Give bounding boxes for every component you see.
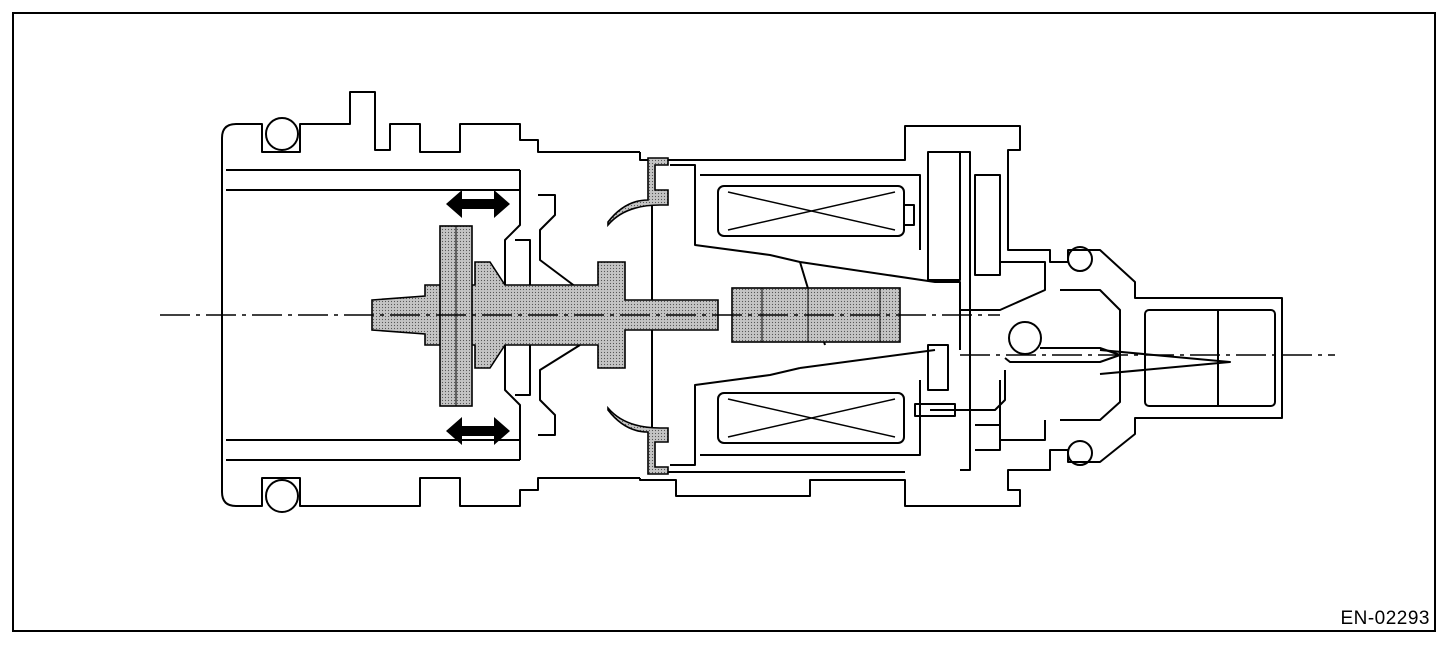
double-arrow-icon (446, 417, 510, 445)
left-housing-lower (221, 315, 640, 507)
figure-code: EN-02293 (1340, 608, 1430, 629)
o-ring-icon (1008, 321, 1042, 355)
diaphragm (607, 157, 669, 228)
o-ring-icon (265, 117, 299, 151)
left-housing-upper (221, 91, 640, 315)
solenoid-body (639, 125, 1283, 507)
double-arrow-icon (446, 190, 510, 218)
o-ring-icon (265, 479, 299, 513)
figure-frame (12, 12, 1436, 632)
